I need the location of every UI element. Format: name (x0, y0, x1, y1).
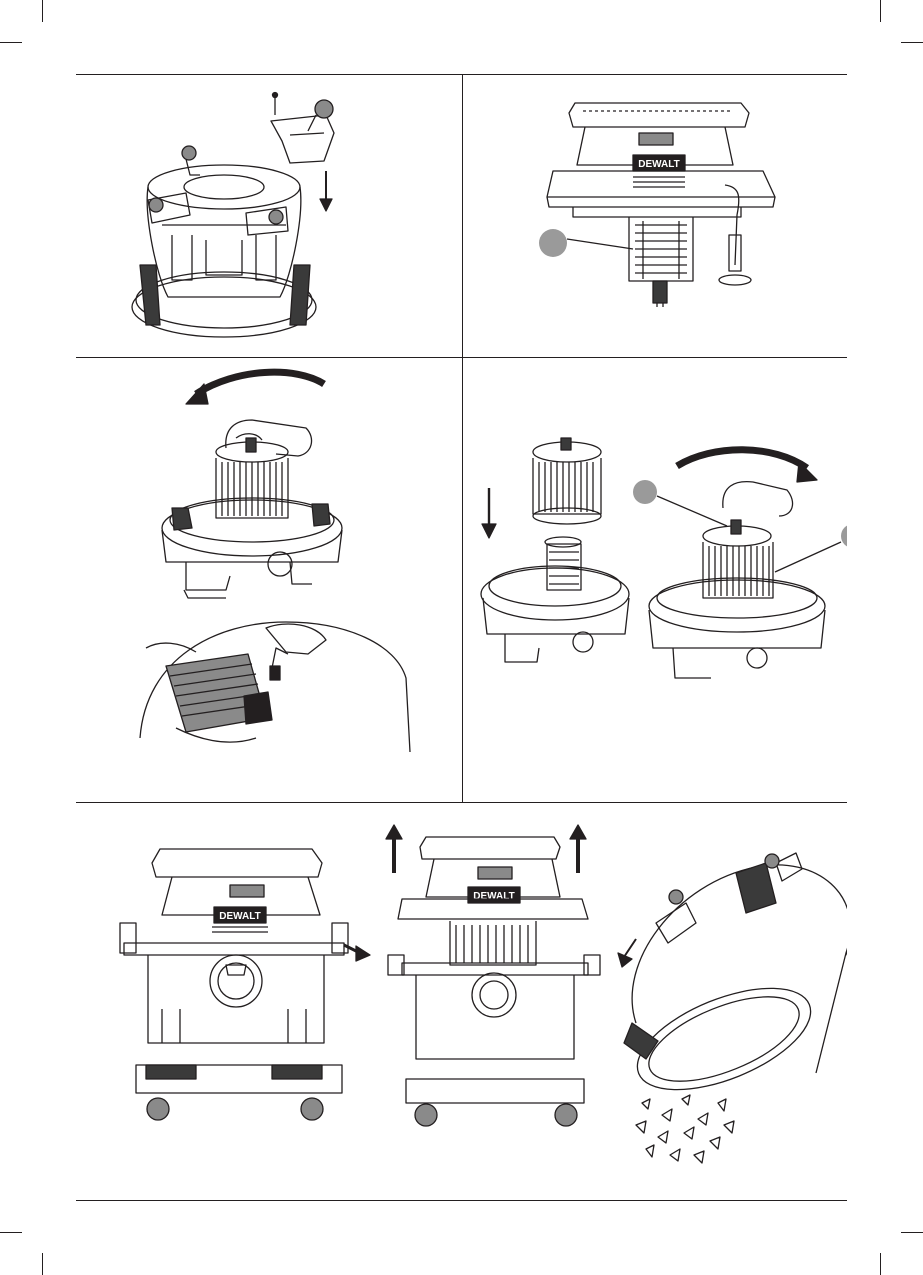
empty-drum-illustration: DEWALT (76, 803, 847, 1200)
bottom-rule (76, 1200, 847, 1201)
crop-mark (880, 0, 881, 22)
callout-marker (841, 524, 847, 548)
brand-logo: DEWALT (473, 891, 514, 902)
figure-filter-removal: Twisting the cartridge filter off and ta… (76, 358, 462, 802)
figure-powerhead-filter-cage: Powerhead with filter cage and callout D… (463, 75, 847, 357)
caster-install-illustration (76, 75, 462, 357)
powerhead-illustration: DEWALT (463, 75, 847, 357)
figure-caster-install: Caster bracket screwed onto the bottom o… (76, 75, 462, 357)
brand-logo: DEWALT (638, 159, 679, 170)
crop-mark (901, 1232, 923, 1233)
crop-mark (0, 1232, 22, 1233)
assembled-vacuum: DEWALT (120, 849, 370, 1120)
powerhead-lift: DEWALT (386, 825, 600, 1126)
crop-mark (0, 42, 22, 43)
filter-removal-illustration (76, 358, 462, 802)
crop-mark (42, 0, 43, 22)
crop-mark (42, 1253, 43, 1275)
crop-mark (901, 42, 923, 43)
callout-marker (539, 229, 567, 257)
figure-empty-drum: Removing the powerhead and emptying the … (76, 803, 847, 1200)
crop-mark (880, 1253, 881, 1275)
figure-filter-install: Installing the cartridge filter with two… (463, 358, 847, 802)
brand-logo: DEWALT (219, 911, 260, 922)
filter-install-illustration (463, 358, 847, 802)
callout-marker (633, 480, 657, 504)
drum-emptying (618, 853, 847, 1163)
